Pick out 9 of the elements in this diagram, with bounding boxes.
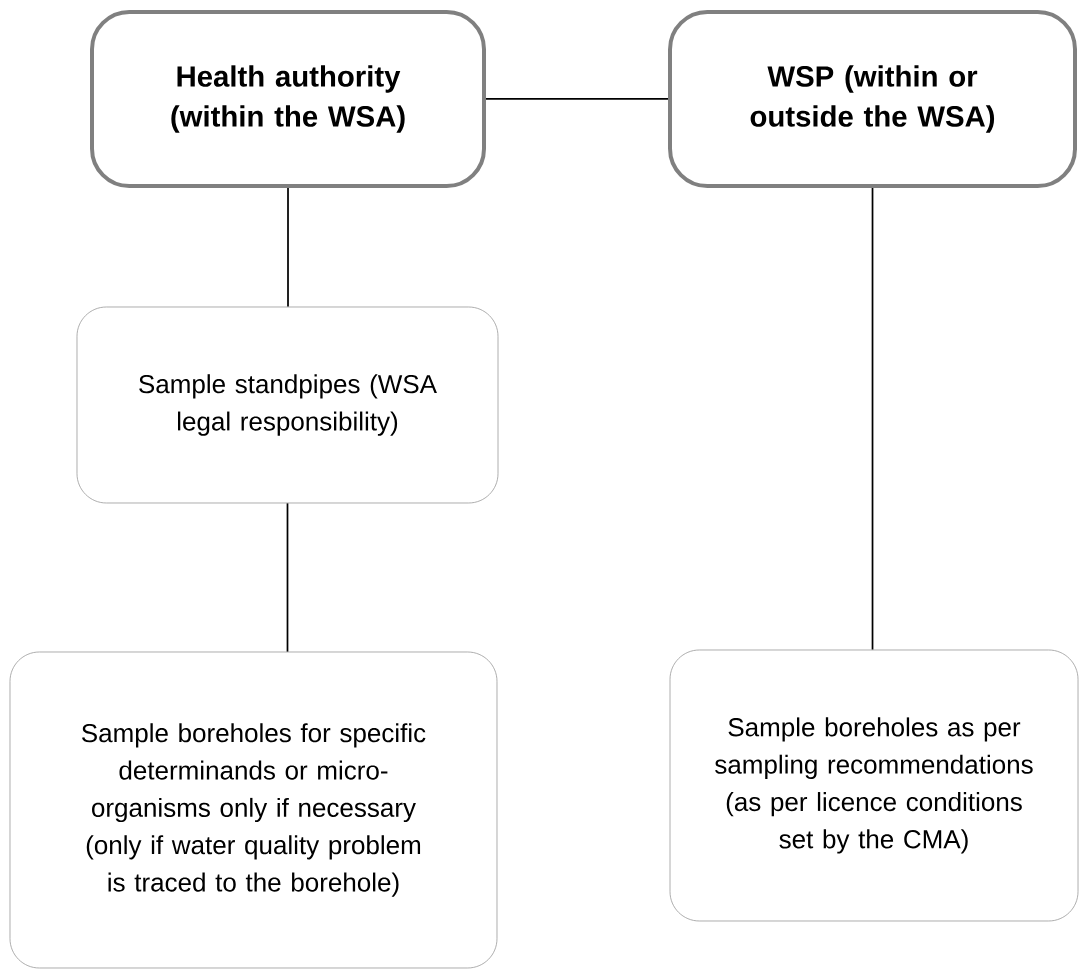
connector-line <box>485 98 669 100</box>
process-box: WSP (within or outside the WSA) <box>668 10 1078 188</box>
process-box: Sample boreholes for specific determinands or micro-organisms only if necessary (only if water quality problem is traced to the borehole) <box>9 651 498 969</box>
connector-line <box>286 502 289 653</box>
process-box: Health authority (within the WSA) <box>90 10 486 188</box>
connector-line <box>871 187 874 651</box>
process-box: Sample boreholes as per sampling recommendations (as per licence conditions set by the CMA) <box>669 649 1079 922</box>
connector-line <box>287 187 289 308</box>
process-box: Sample standpipes (WSA legal responsibility) <box>76 306 499 504</box>
